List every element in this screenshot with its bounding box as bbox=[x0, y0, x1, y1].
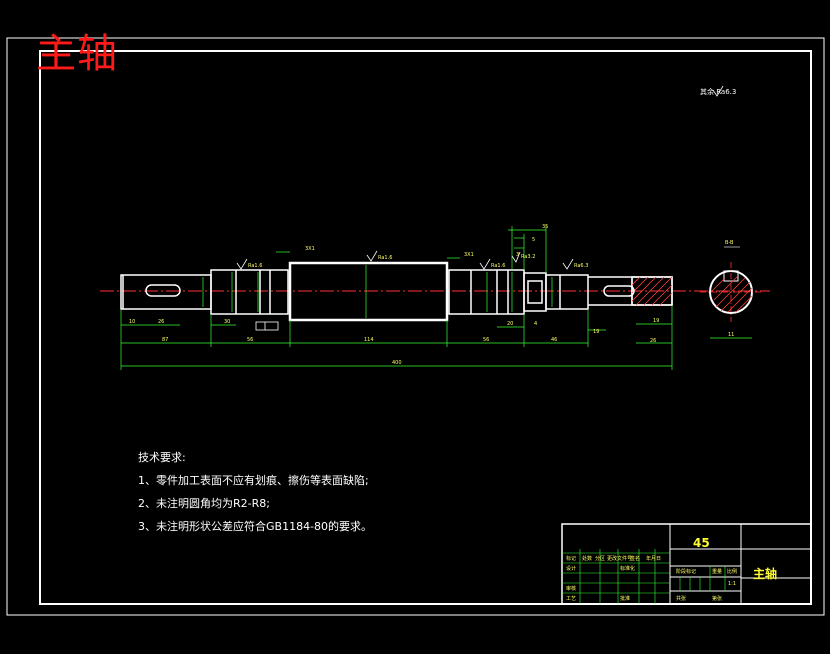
tb-label-design: 设计 bbox=[566, 565, 576, 572]
tb-label-stage: 阶段标记 bbox=[676, 568, 696, 575]
left-keyway bbox=[145, 284, 181, 297]
outer-frame bbox=[6, 37, 825, 616]
roughness-label-3: Ra1.6 bbox=[491, 263, 505, 269]
general-roughness-note: 其余 Ra6.3 bbox=[700, 88, 737, 96]
dim-top-right-a: 35 bbox=[542, 224, 548, 230]
tb-label-doc: 更改文件号 bbox=[607, 555, 632, 562]
material-label: 45 bbox=[693, 536, 710, 550]
tb-label-date: 年月日 bbox=[646, 555, 661, 562]
tech-heading: 技术要求: bbox=[138, 451, 186, 464]
section-label: B-B bbox=[725, 240, 734, 246]
dim-left-end: 87 bbox=[162, 337, 168, 343]
technical-requirements: 技术要求: 1、零件加工表面不应有划痕、擦伤等表面缺陷; 2、未注明圆角均为R2… bbox=[138, 446, 372, 538]
roughness-label-1: Ra1.6 bbox=[248, 263, 262, 269]
tb-label-sheets: 共张 bbox=[676, 595, 686, 602]
tb-label-zone: 分区 bbox=[595, 555, 605, 562]
dim-top-right-b: 5 bbox=[532, 237, 535, 243]
shaft-outline bbox=[120, 261, 673, 322]
title-block-grid bbox=[562, 549, 726, 604]
dim-left-key-length: 26 bbox=[158, 319, 164, 325]
tb-label-mark: 标记 bbox=[566, 555, 576, 562]
tech-item-1: 1、零件加工表面不应有划痕、擦伤等表面缺陷; bbox=[138, 474, 369, 487]
dim-journal-left: 30 bbox=[224, 319, 230, 325]
part-name-label: 主轴 bbox=[753, 567, 778, 581]
tb-label-approve: 批准 bbox=[620, 595, 630, 602]
dim-middle: 114 bbox=[364, 337, 374, 343]
dim-top-chamfer-b: 3X1 bbox=[464, 252, 474, 258]
tb-label-scale: 比例 bbox=[727, 568, 737, 575]
inner-frame bbox=[39, 50, 812, 605]
dim-section-width: 11 bbox=[728, 332, 734, 338]
tb-label-weight: 重量 bbox=[712, 568, 722, 575]
tb-label-sheet: 第张 bbox=[712, 595, 722, 602]
tb-scale-value: 1:1 bbox=[728, 581, 736, 587]
tech-item-2: 2、未注明圆角均为R2-R8; bbox=[138, 497, 270, 510]
tb-label-standard: 标准化 bbox=[620, 565, 635, 572]
dim-top-right-c: 3 bbox=[516, 252, 519, 258]
dim-right-small-a: 20 bbox=[507, 321, 513, 327]
dim-collar-left: 56 bbox=[247, 337, 253, 343]
tolerance-frame bbox=[255, 321, 279, 331]
drawing-title: 主轴 bbox=[36, 31, 118, 77]
roughness-label-4: Ra3.2 bbox=[521, 254, 535, 260]
dim-right-end-a: 19 bbox=[593, 329, 599, 335]
tb-label-process: 工艺 bbox=[566, 596, 576, 602]
roughness-label-2: Ra1.6 bbox=[378, 255, 392, 261]
dim-right-end-b: 19 bbox=[653, 318, 659, 324]
dimension-lines bbox=[120, 226, 752, 370]
dim-top-chamfer-a: 3X1 bbox=[305, 246, 315, 252]
dim-left-key-offset: 10 bbox=[129, 319, 135, 325]
right-keyway bbox=[603, 285, 635, 297]
dim-right-small-b: 4 bbox=[534, 321, 537, 327]
dim-right-step: 46 bbox=[551, 337, 557, 343]
dim-overall: 400 bbox=[392, 360, 402, 366]
dim-right-collar: 56 bbox=[483, 337, 489, 343]
roughness-symbols bbox=[236, 85, 724, 270]
tb-label-review: 审核 bbox=[566, 585, 576, 592]
tech-item-3: 3、未注明形状公差应符合GB1184-80的要求。 bbox=[138, 520, 373, 533]
dim-right-end-c: 26 bbox=[650, 338, 656, 344]
tb-label-sign: 签名 bbox=[630, 555, 640, 562]
title-block bbox=[561, 523, 812, 605]
tb-label-count: 处数 bbox=[582, 555, 592, 562]
roughness-label-5: Ra6.3 bbox=[574, 263, 588, 269]
